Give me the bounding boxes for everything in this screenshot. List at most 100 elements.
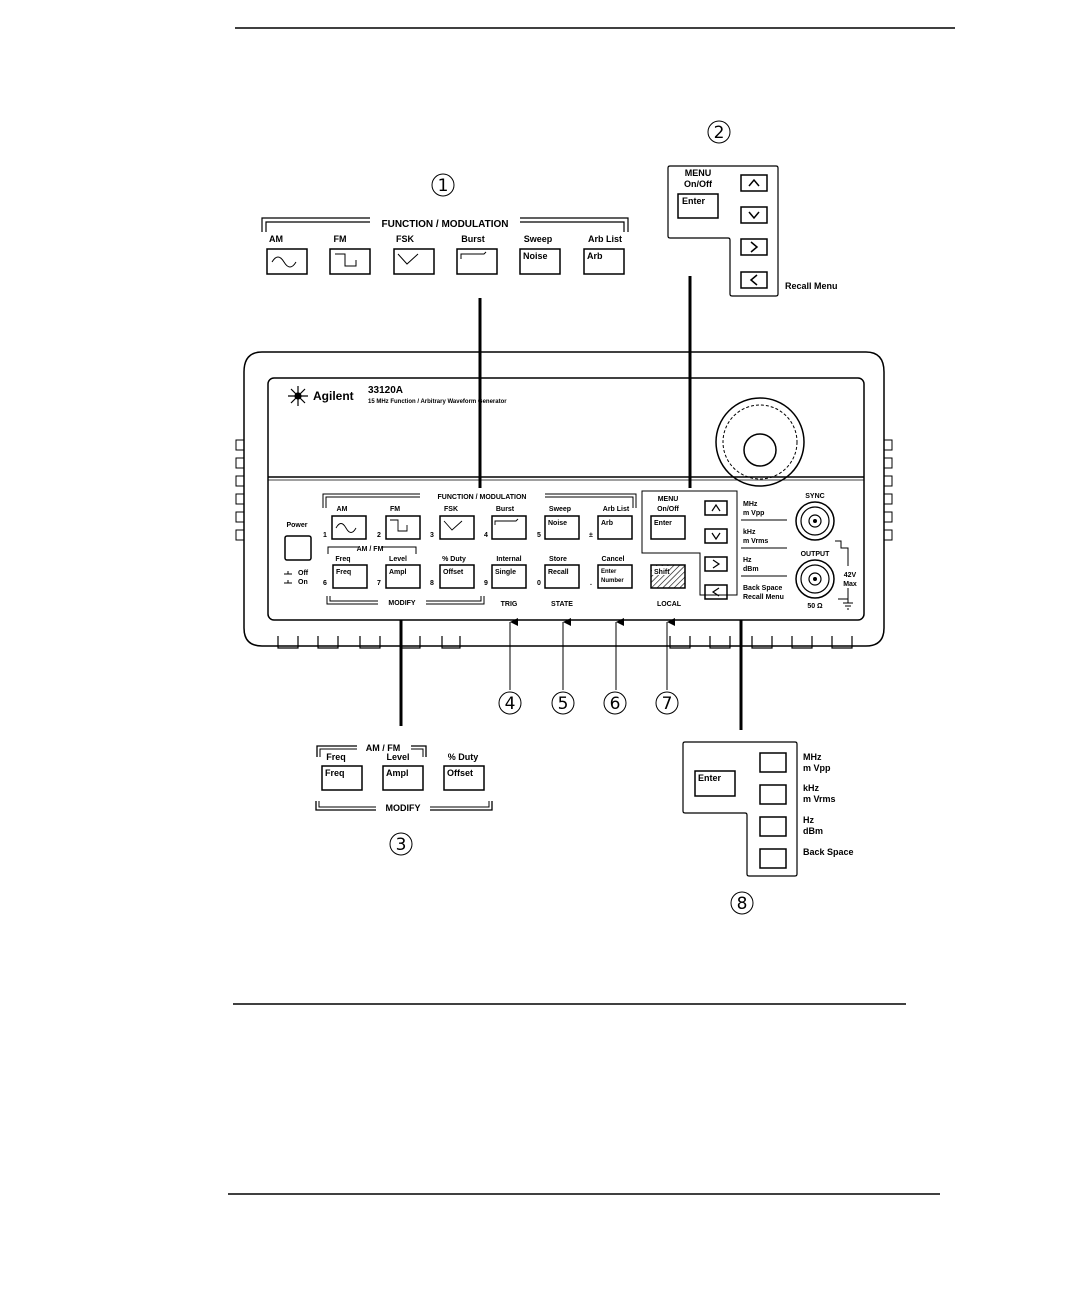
detail1-arb-button[interactable]: Arb — [583, 248, 625, 275]
detail1-label-am: AM — [269, 234, 283, 244]
chevron-up-icon — [711, 503, 721, 512]
detail1-fm-button[interactable] — [329, 248, 371, 275]
sync-connector[interactable] — [795, 501, 835, 541]
panel-right-button[interactable] — [704, 556, 728, 572]
chevron-left-icon — [749, 274, 758, 286]
model-number: 33120A — [368, 385, 403, 396]
panel-fsk-button[interactable] — [439, 515, 475, 540]
detail8-backspace-button[interactable] — [759, 848, 787, 869]
detail3-ampl-button[interactable]: Ampl — [382, 765, 424, 791]
sync-label: SYNC — [805, 493, 824, 500]
detail2-enter-button[interactable]: Enter — [677, 193, 719, 219]
detail-modify-keys: AM / FM Freq Level % Duty Freq Ampl Offs… — [315, 743, 493, 856]
callout-1-circle — [431, 173, 455, 197]
panel-menu-label: MENU — [658, 496, 679, 503]
detail8-khz-button[interactable] — [759, 784, 787, 805]
digit-7: 7 — [377, 580, 381, 587]
callout-2: 2 — [714, 123, 725, 143]
detail2-right-button[interactable] — [740, 238, 768, 256]
panel-offset-button[interactable]: Offset — [439, 564, 475, 589]
detail8-mhz-button[interactable] — [759, 752, 787, 773]
chevron-left-icon — [711, 587, 720, 597]
panel-trig-label: TRIG — [501, 601, 518, 608]
detail1-noise-button[interactable]: Noise — [519, 248, 561, 275]
digit-5: 5 — [537, 532, 541, 539]
panel-left-button[interactable] — [704, 584, 728, 600]
panel-single-button[interactable]: Single — [491, 564, 527, 589]
panel-offset-label: Offset — [443, 569, 464, 576]
chevron-down-icon — [748, 211, 760, 220]
detail1-group-label: FUNCTION / MODULATION — [381, 219, 508, 230]
panel-freq-button[interactable]: Freq — [332, 564, 368, 589]
detail1-fsk-button[interactable] — [393, 248, 435, 275]
detail8-unit-mvpp: m Vpp — [803, 763, 831, 773]
panel-burst-button[interactable] — [491, 515, 527, 540]
detail1-burst-button[interactable] — [456, 248, 498, 275]
digit-2: 2 — [377, 532, 381, 539]
panel-enter-number-button[interactable]: Enter Number — [597, 564, 633, 589]
panel-modify-group: MODIFY — [388, 600, 416, 607]
max-voltage: 42V — [844, 572, 857, 579]
digit-point: . — [590, 580, 592, 587]
output-connector[interactable] — [795, 559, 835, 599]
detail3-modify-label: MODIFY — [386, 803, 421, 813]
brand-name: Agilent — [313, 389, 354, 403]
digit-6: 6 — [323, 580, 327, 587]
detail8-hz-button[interactable] — [759, 816, 787, 837]
panel-unit-khz: kHz — [743, 529, 756, 536]
detail3-offset-button[interactable]: Offset — [443, 765, 485, 791]
agilent-logo — [288, 386, 308, 406]
power-label: Power — [286, 522, 307, 529]
panel-amfm-group: AM / FM — [357, 546, 384, 553]
detail2-menu-label: MENU — [685, 168, 712, 178]
panel-recall-button[interactable]: Recall — [544, 564, 580, 589]
panel-ampl-button[interactable]: Ampl — [385, 564, 421, 589]
detail3-freq-key: Freq — [325, 768, 345, 778]
panel-state-label: STATE — [551, 601, 573, 608]
detail3-ampl-key: Ampl — [386, 768, 409, 778]
panel-enter-key-label: Enter — [654, 520, 672, 527]
detail3-label-level: Level — [386, 752, 409, 762]
detail8-unit-khz: kHz — [803, 783, 820, 793]
detail1-arb-label: Arb — [587, 251, 603, 261]
callout-2-circle — [707, 120, 731, 144]
detail1-am-button[interactable] — [266, 248, 308, 275]
callout-7-circle — [655, 691, 679, 715]
panel-noise-button[interactable]: Noise — [544, 515, 580, 540]
detail8-enter-button[interactable]: Enter — [694, 770, 736, 797]
panel-up-button[interactable] — [704, 500, 728, 516]
detail8-enter-label: Enter — [698, 773, 722, 783]
chevron-up-icon — [748, 178, 760, 187]
panel-label-fsk: FSK — [444, 506, 458, 513]
callout-8-circle — [730, 891, 754, 915]
detail3-label-duty: % Duty — [448, 752, 479, 762]
detail8-unit-mvrms: m Vrms — [803, 794, 836, 804]
panel-shift-label: Shift — [654, 569, 670, 576]
detail2-left-button[interactable] — [740, 271, 768, 289]
square-wave-icon — [335, 253, 357, 267]
panel-unit-recallmenu: Recall Menu — [743, 594, 784, 601]
detail2-up-button[interactable] — [740, 174, 768, 192]
panel-noise-label: Noise — [548, 520, 567, 527]
power-button[interactable] — [284, 535, 312, 561]
panel-enter-button[interactable]: Enter — [650, 515, 686, 540]
callout-5: 5 — [558, 694, 569, 714]
detail3-offset-key: Offset — [447, 768, 473, 778]
panel-down-button[interactable] — [704, 528, 728, 544]
ramp-wave-icon — [494, 518, 519, 525]
panel-am-button[interactable] — [331, 515, 367, 540]
panel-arb-button[interactable]: Arb — [597, 515, 633, 540]
callout-6-circle — [603, 691, 627, 715]
digit-4: 4 — [484, 532, 488, 539]
panel-single-label: Single — [495, 569, 516, 576]
panel-fm-button[interactable] — [385, 515, 421, 540]
rotary-knob[interactable] — [715, 397, 805, 487]
power-on-label: On — [298, 579, 308, 586]
panel-unit-backspace: Back Space — [743, 585, 782, 592]
detail3-freq-button[interactable]: Freq — [321, 765, 363, 791]
panel-shift-button[interactable]: Shift — [650, 564, 686, 589]
detail2-down-button[interactable] — [740, 206, 768, 224]
detail-function-modulation: 1 FUNCTION / MODULATION AM FM FSK Burst … — [261, 173, 629, 275]
panel-label-burst: Burst — [496, 506, 515, 513]
